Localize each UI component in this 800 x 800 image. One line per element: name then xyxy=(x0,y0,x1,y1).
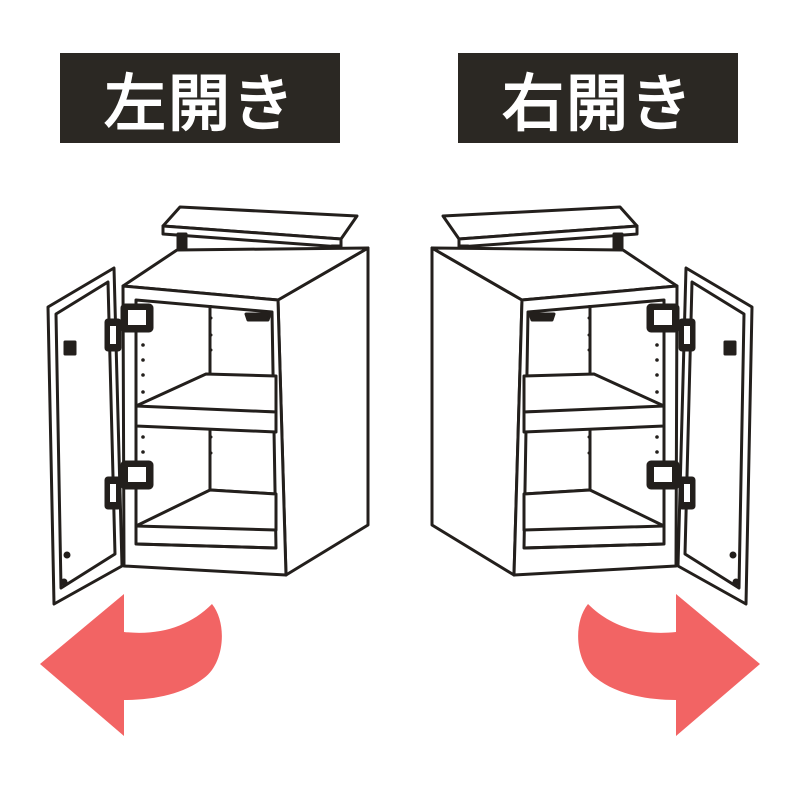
left-opening-cabinet xyxy=(46,205,370,606)
left-opening-text: 左開き xyxy=(103,67,296,140)
curved-arrow-right-icon xyxy=(578,594,760,736)
right-opening-label: 右開き xyxy=(458,53,738,143)
curved-arrow-left-icon xyxy=(40,594,222,736)
right-opening-text: 右開き xyxy=(501,67,694,140)
left-opening-label: 左開き xyxy=(60,53,340,143)
right-opening-cabinet xyxy=(430,205,754,606)
